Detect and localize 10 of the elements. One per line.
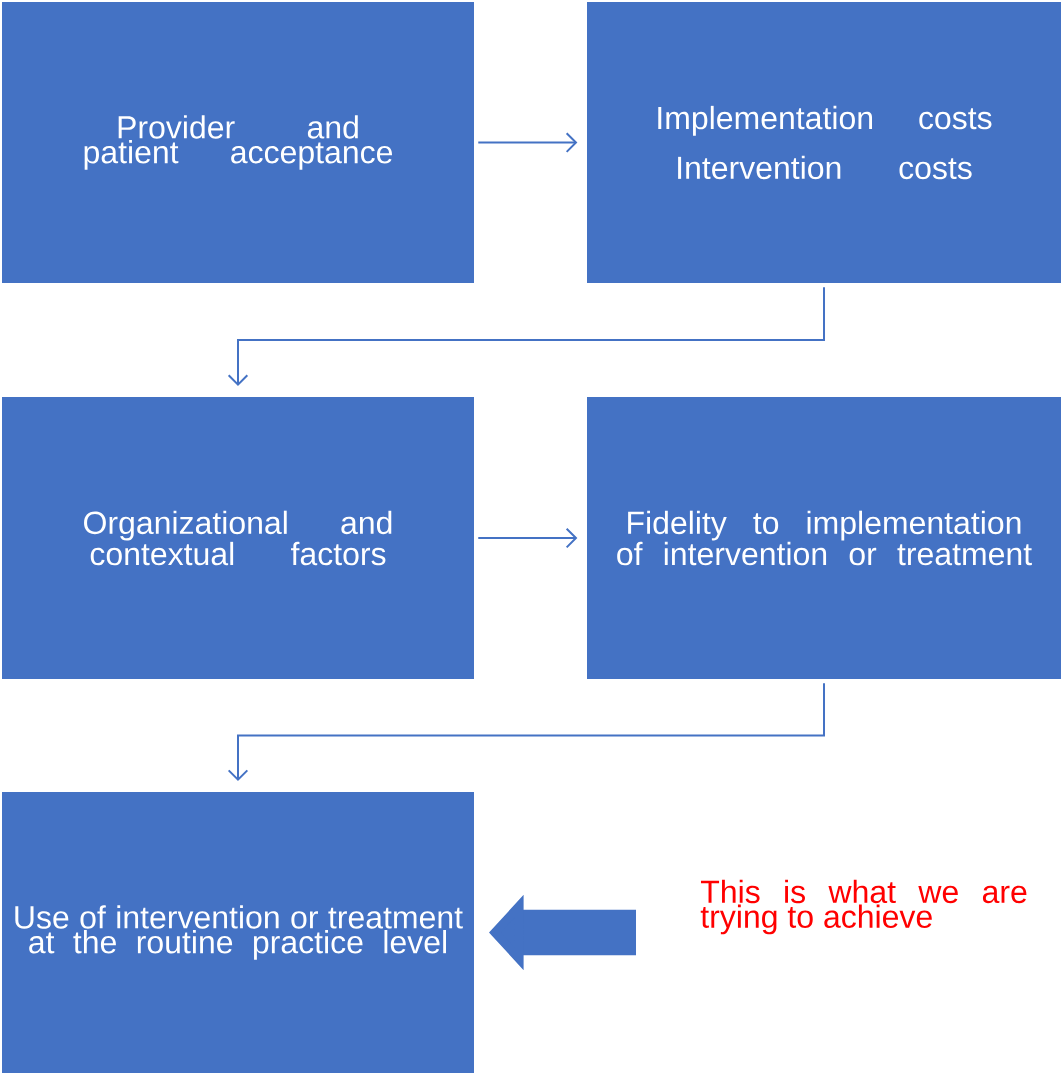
arrow [477, 132, 578, 153]
process-box: Use of intervention or treatment at the routine practice level [2, 792, 474, 1073]
process-box: Organizational and contextual factors [2, 397, 474, 679]
process-box: Implementation costs Intervention costs [587, 2, 1061, 283]
arrow [227, 682, 825, 782]
process-box: Provider and patient acceptance [2, 2, 474, 283]
note-text: This is what we are trying to achieve [700, 879, 1027, 935]
arrow [227, 286, 825, 387]
arrow [477, 527, 578, 549]
process-box: Fidelity to implementation of intervention or treatment [587, 397, 1061, 679]
